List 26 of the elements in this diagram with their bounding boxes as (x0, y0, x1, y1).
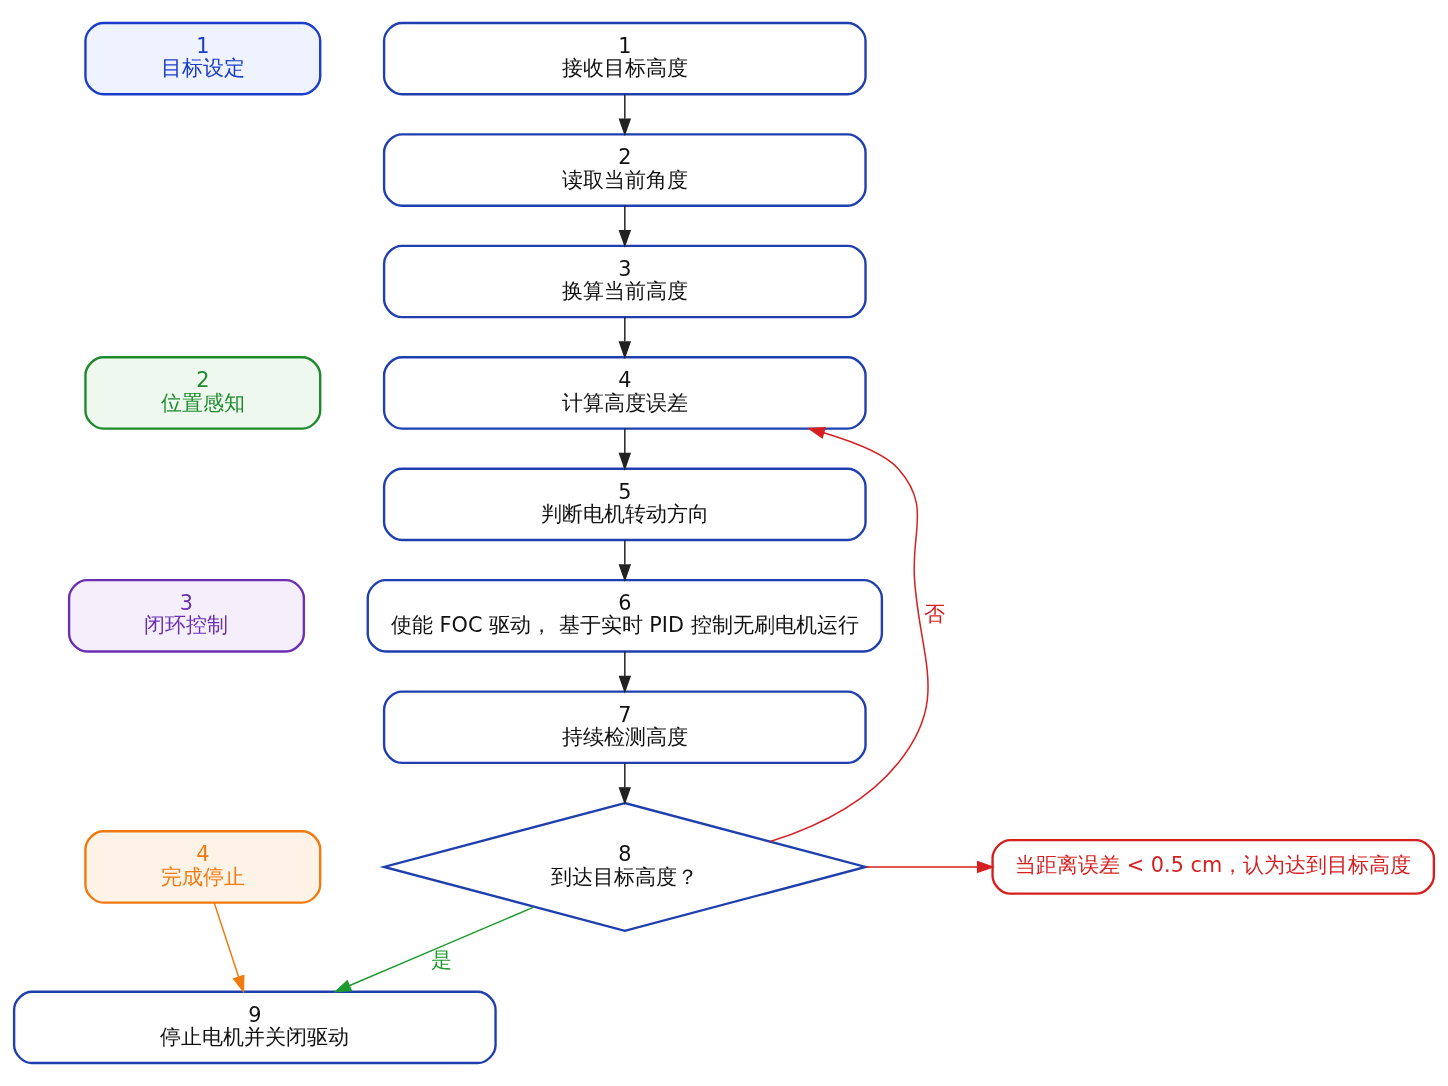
node-box: 4 完成停止 (84, 830, 322, 904)
node-box: 6 使能 FOC 驱动， 基于实时 PID 控制无刷电机运行 (366, 578, 884, 653)
arrow (618, 539, 632, 583)
arrow (618, 428, 632, 471)
node-box: 3 换算当前高度 (382, 244, 867, 319)
node-box: 4 计算高度误差 (382, 356, 867, 430)
arrow (618, 762, 632, 805)
arrow (213, 901, 245, 994)
arrow (618, 93, 632, 137)
node-box: 2 读取当前角度 (382, 133, 867, 207)
node-box: 9 停止电机并关闭驱动 (12, 990, 497, 1065)
arrow (864, 860, 995, 874)
node-box: 3 闭环控制 (67, 578, 306, 653)
edge-label: 否 (924, 602, 946, 627)
edge-label: 是 (430, 947, 452, 972)
arrow (618, 316, 632, 360)
node-box: 当距离误差 < 0.5 cm，认为达到目标高度 (991, 839, 1436, 895)
node-box: 1 目标设定 (84, 21, 322, 96)
arrow (333, 906, 536, 993)
node-box: 1 接收目标高度 (382, 21, 867, 96)
node-box: 5 判断电机转动方向 (382, 467, 867, 542)
arrow (769, 426, 929, 843)
arrow (618, 650, 632, 694)
node-box: 7 持续检测高度 (382, 690, 867, 765)
node-box: 2 位置感知 (84, 356, 322, 430)
arrow (618, 205, 632, 248)
